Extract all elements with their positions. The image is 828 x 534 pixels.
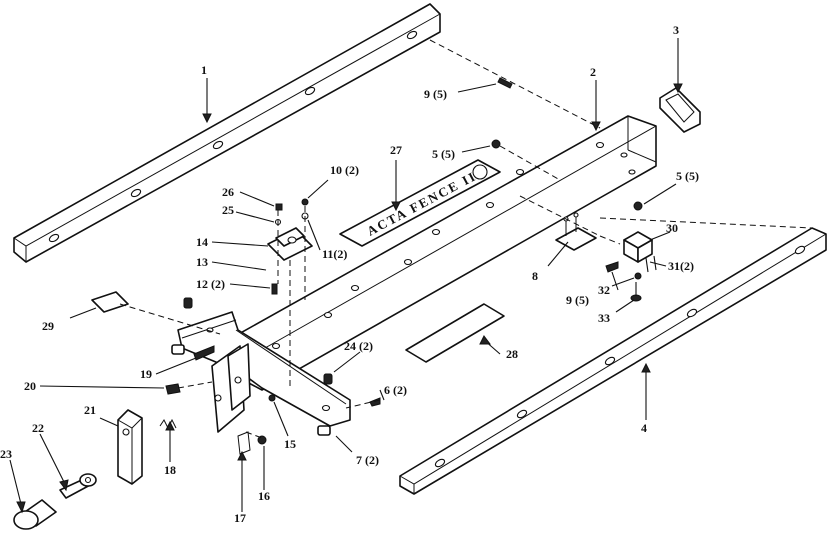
- label-6: 6 (2): [384, 383, 407, 397]
- label-30: 30: [666, 221, 678, 235]
- part-24-knob-right: [323, 373, 333, 385]
- assembly-lines: [119, 39, 813, 439]
- label-3: 3: [673, 23, 679, 37]
- label-1: 1: [201, 63, 207, 77]
- part-1-front-rail: [13, 3, 441, 263]
- label-2: 2: [590, 65, 596, 79]
- part-22-lever: [59, 473, 97, 499]
- part-3-end-cap: [659, 87, 701, 133]
- label-14: 14: [196, 235, 208, 249]
- label-13: 13: [196, 255, 208, 269]
- label-27: 27: [390, 143, 402, 157]
- part-17-pin: [237, 431, 251, 455]
- part-12-screw: [271, 283, 278, 295]
- label-24: 24 (2): [344, 339, 373, 353]
- label-23: 23: [0, 447, 12, 461]
- part-21-cam: [117, 409, 143, 485]
- label-15: 15: [284, 437, 296, 451]
- label-12: 12 (2): [196, 277, 225, 291]
- part-10-screw: [301, 198, 309, 206]
- part-16-screw: [257, 435, 267, 445]
- part-5-nut-b: [633, 201, 643, 211]
- label-7: 7 (2): [356, 453, 379, 467]
- label-4: 4: [641, 421, 647, 435]
- fence-head-carriage: [171, 311, 351, 436]
- part-29-sticker: [91, 291, 129, 313]
- part-24-knob-left: [183, 297, 193, 309]
- label-22: 22: [32, 421, 44, 435]
- label-31: 31(2): [668, 259, 694, 273]
- label-16: 16: [258, 489, 270, 503]
- part-23-knob: [13, 499, 57, 530]
- part-20-screw: [165, 383, 181, 395]
- label-18: 18: [164, 463, 176, 477]
- part-6-screw: [369, 397, 381, 407]
- part-26-screw: [275, 203, 283, 211]
- part-9-screw-top: [497, 77, 513, 89]
- label-25: 25: [222, 203, 234, 217]
- part-9-screw-right: [605, 261, 619, 273]
- part-32-washer: [634, 272, 642, 280]
- label-11: 11(2): [322, 247, 347, 261]
- label-5a: 5 (5): [432, 147, 455, 161]
- label-9a: 9 (5): [424, 87, 447, 101]
- part-5-nut-a: [491, 139, 501, 149]
- label-9b: 9 (5): [566, 293, 589, 307]
- part-7-pad-left: [171, 344, 185, 355]
- label-8: 8: [532, 269, 538, 283]
- part-28-sticker: [405, 303, 505, 363]
- label-20: 20: [24, 379, 36, 393]
- label-33: 33: [598, 311, 610, 325]
- label-21: 21: [84, 403, 96, 417]
- part-30-cube: [623, 231, 653, 263]
- leader-lines: [9, 38, 683, 514]
- label-29: 29: [42, 319, 54, 333]
- label-32: 32: [598, 283, 610, 297]
- label-26: 26: [222, 185, 234, 199]
- label-17: 17: [234, 511, 246, 525]
- part-14-bracket: [267, 227, 313, 261]
- label-19: 19: [140, 367, 152, 381]
- part-15-screw: [268, 394, 276, 402]
- part-7-pad-right: [317, 425, 331, 436]
- label-5b: 5 (5): [676, 169, 699, 183]
- label-10: 10 (2): [330, 163, 359, 177]
- label-28: 28: [506, 347, 518, 361]
- part-labels: 1 2 3 4 5 (5) 5 (5) 6 (2) 7 (2) 8 9 (5) …: [0, 23, 699, 525]
